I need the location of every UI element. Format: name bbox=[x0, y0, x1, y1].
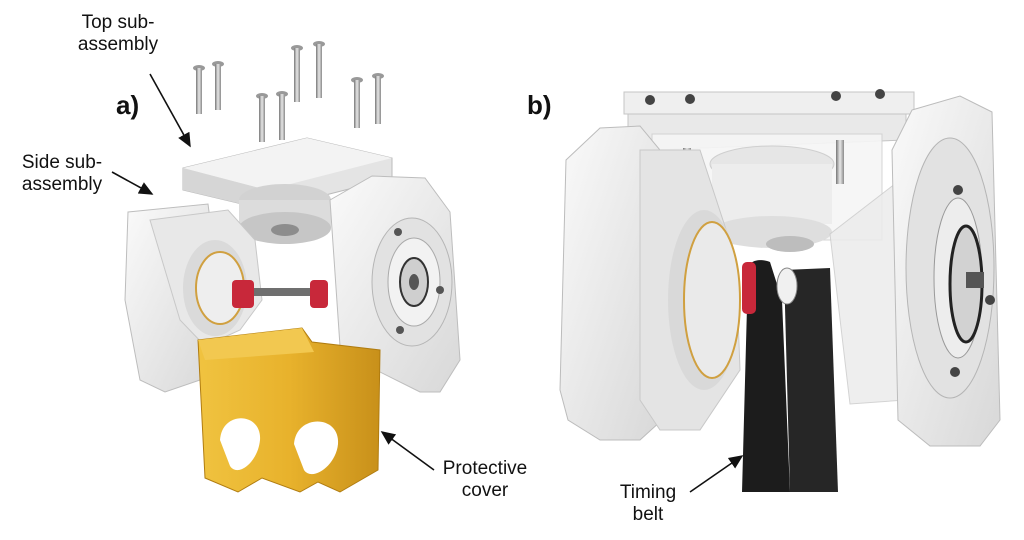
label-line: Timing bbox=[619, 482, 677, 503]
label-timing-belt: Timing belt bbox=[608, 482, 688, 526]
right-housing bbox=[829, 95, 1001, 447]
panel-a-drawing bbox=[124, 41, 461, 493]
label-line: cover bbox=[461, 480, 509, 501]
arrow-protective-cover bbox=[380, 431, 435, 471]
panel-label-a: a) bbox=[116, 90, 140, 120]
arrow-side-sub-assembly bbox=[111, 171, 154, 195]
label-line: assembly bbox=[21, 174, 103, 195]
label-line: assembly bbox=[77, 34, 159, 55]
timing-belt bbox=[742, 260, 838, 492]
arrow-timing-belt bbox=[689, 455, 744, 493]
right-side-bracket bbox=[329, 175, 461, 393]
label-side-sub-assembly: Side sub- assembly bbox=[6, 152, 118, 196]
left-housing bbox=[559, 125, 741, 441]
shaft-gears bbox=[232, 280, 328, 308]
panel-label-b: b) bbox=[527, 90, 552, 120]
label-line: belt bbox=[632, 504, 664, 525]
label-line: Top sub- bbox=[81, 12, 155, 33]
label-protective-cover: Protective cover bbox=[430, 458, 540, 502]
label-top-sub-assembly: Top sub- assembly bbox=[58, 12, 178, 56]
protective-cover bbox=[197, 327, 381, 493]
screws bbox=[193, 41, 384, 142]
left-side-bracket bbox=[124, 203, 263, 393]
arrow-top-sub-assembly bbox=[149, 73, 191, 148]
top-plate bbox=[182, 137, 393, 244]
label-line: Side sub- bbox=[21, 152, 103, 173]
label-line: Protective bbox=[442, 458, 528, 479]
panel-b-drawing bbox=[559, 89, 1001, 492]
